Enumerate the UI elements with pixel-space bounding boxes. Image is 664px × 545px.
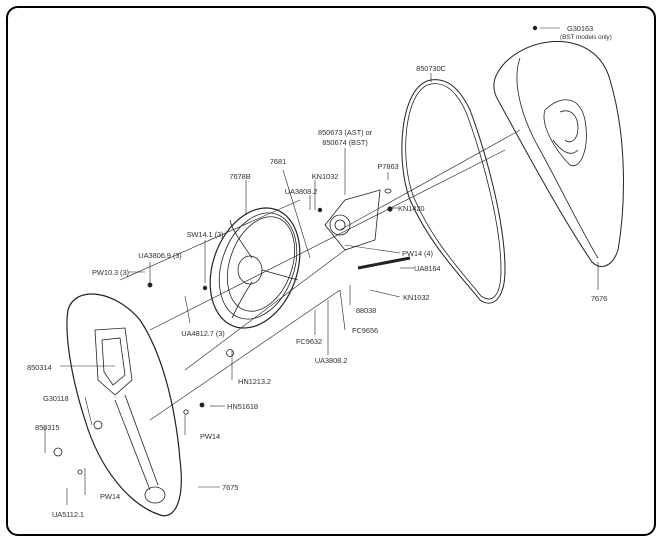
- part-label-p7863: P7863: [377, 162, 399, 171]
- part-label-g30118: G30118: [43, 394, 69, 403]
- part-label-ua3806-9: UA3806.9 (3): [138, 251, 182, 260]
- part-label-hn51618: HN51618: [227, 402, 258, 411]
- part-label-kn1032-top: KN1032: [311, 172, 339, 181]
- part-label-kn1420: KN1420: [398, 204, 425, 213]
- part-label-850315: 850315: [35, 423, 60, 432]
- part-label-pw14-right: PW14: [200, 432, 221, 441]
- part-label-kn1032-bottom: KN1032: [403, 293, 430, 302]
- part-label-88038: 88038: [355, 306, 377, 315]
- hardware-parts: [53, 25, 538, 475]
- part-label-g30163: G30163: [567, 24, 594, 33]
- part-label-pw10-3: PW10.3 (3): [92, 268, 129, 277]
- drive-belt: [401, 79, 506, 304]
- part-label-sw14-1: SW14.1 (3): [186, 230, 224, 239]
- outer-chain-guard: [493, 41, 624, 267]
- part-label-ua5112-1: UA5112.1: [51, 510, 85, 519]
- assembly-axis-lines: [119, 129, 521, 421]
- part-label-7678b: 7678B: [229, 172, 251, 181]
- part-label-850674: 850674 (BST): [322, 138, 368, 147]
- part-label-850314: 850314: [27, 363, 52, 372]
- part-label-7675: 7675: [222, 483, 239, 492]
- part-label-ua3808-2-top: UA3808.2: [284, 187, 318, 196]
- part-label-fc9632: FC9632: [295, 337, 323, 346]
- part-label-7681: 7681: [269, 157, 287, 166]
- part-label-hn1213-2: HN1213.2: [238, 377, 271, 386]
- part-label-ua3808-2-bottom: UA3808.2: [314, 356, 348, 365]
- part-label-ua8164: UA8164: [414, 264, 441, 273]
- part-label-fc9656: FC9656: [352, 326, 379, 335]
- drive-pulley: [209, 207, 301, 329]
- leader-lines: [44, 27, 599, 505]
- part-label-pw14-left: PW14: [100, 492, 121, 501]
- inner-chain-guard: [66, 293, 182, 517]
- part-label-850730c: 850730C: [416, 64, 446, 73]
- part-label-7676: 7676: [590, 294, 608, 303]
- part-label-pw14-4: PW14 (4): [402, 249, 433, 258]
- part-label-850673: 850673 (AST) or: [318, 128, 372, 137]
- diagram-frame: [6, 6, 656, 536]
- motor-mount-plate: [324, 189, 381, 251]
- part-note-bst-models-only: (BST models only): [560, 34, 612, 41]
- part-label-ua4812-7: UA4812.7 (3): [181, 329, 225, 338]
